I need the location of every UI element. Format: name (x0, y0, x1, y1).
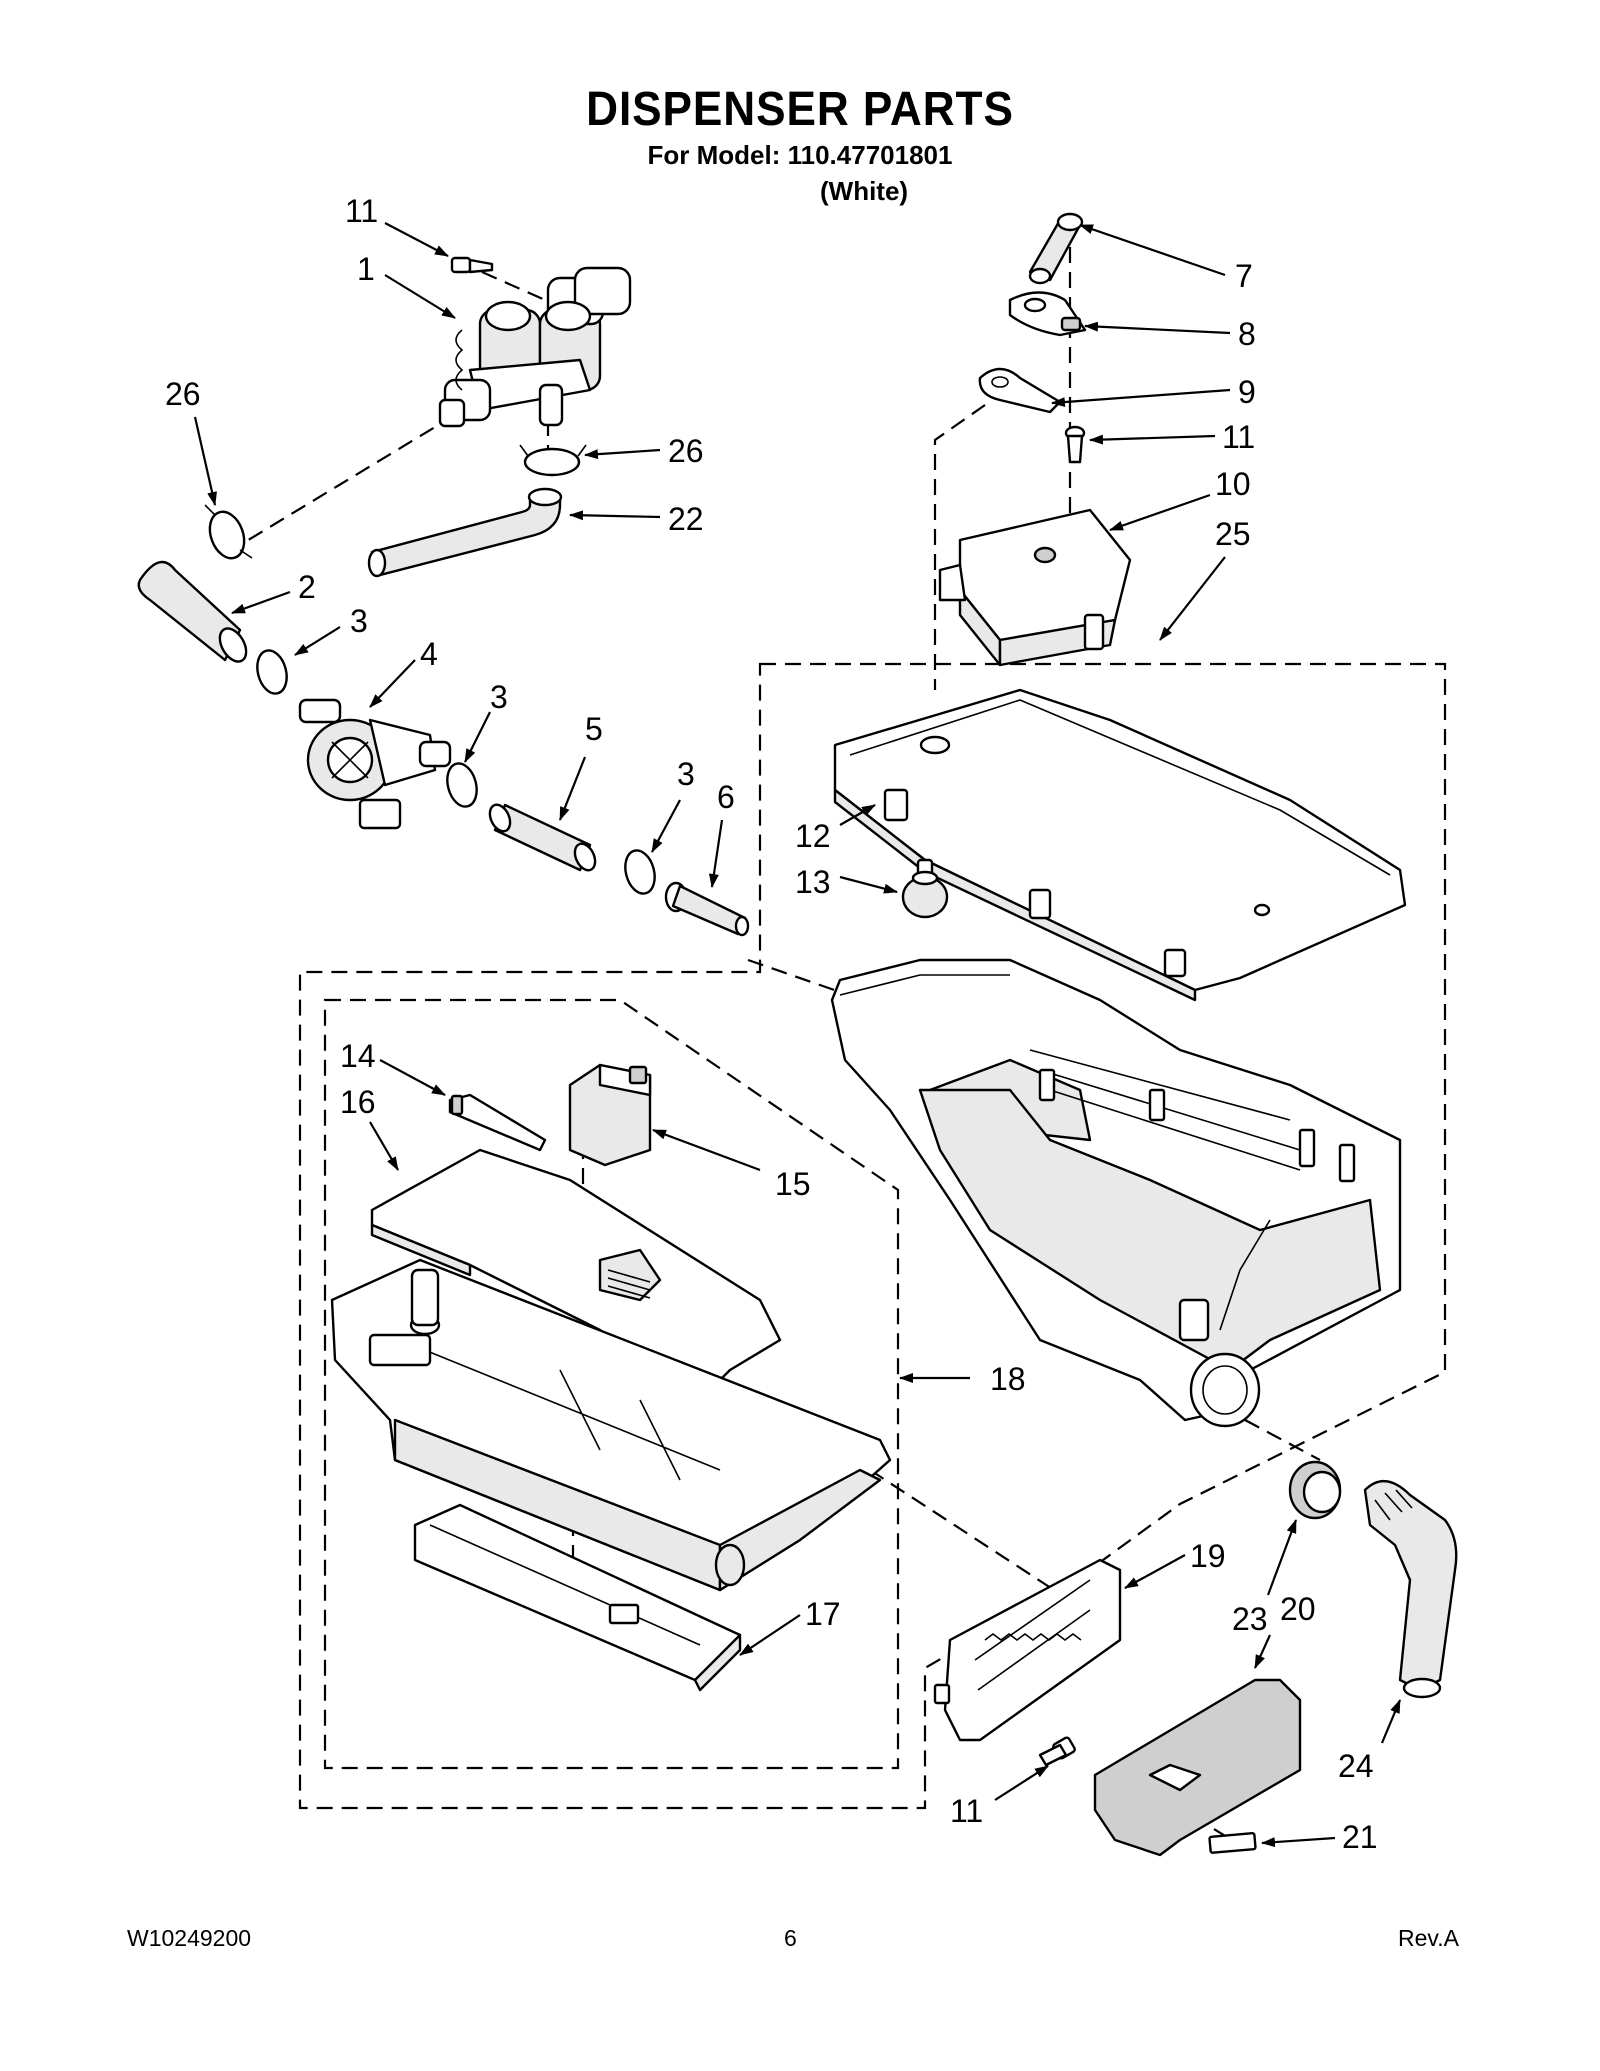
dispenser-drawer (330, 1258, 892, 1592)
callout-1: 1 (357, 251, 375, 287)
callout-17: 17 (805, 1596, 841, 1632)
cam-part-8 (1008, 291, 1087, 337)
water-valve-part-1 (438, 266, 632, 428)
connector-part-6 (664, 881, 750, 937)
page-number: 6 (784, 1925, 797, 1951)
label-part-21 (1208, 1831, 1257, 1854)
callout-15: 15 (775, 1166, 811, 1202)
front-frame-part-19 (933, 1558, 1122, 1742)
page-title: DISPENSER PARTS (586, 83, 1014, 136)
callout-14: 14 (340, 1038, 376, 1074)
callout-11-bottom: 11 (950, 1793, 983, 1829)
callout-11-top: 11 (345, 193, 378, 229)
callout-22: 22 (668, 501, 704, 537)
callout-3-left: 3 (350, 603, 368, 639)
callout-26-left: 26 (165, 376, 201, 412)
callout-16: 16 (340, 1084, 376, 1120)
callout-12: 12 (795, 818, 831, 854)
callout-7: 7 (1235, 258, 1253, 294)
callout-10: 10 (1215, 466, 1251, 502)
group-boundary-18 (323, 998, 900, 1770)
callout-21: 21 (1342, 1819, 1378, 1855)
group-boundary-25 (298, 662, 1447, 1810)
callout-9: 9 (1238, 374, 1256, 410)
callout-25: 25 (1215, 516, 1251, 552)
tube-part-5 (488, 803, 597, 872)
callout-18: 18 (990, 1361, 1026, 1397)
screw-part-11-bottom (1038, 1736, 1076, 1767)
assembly-line-outlet (1244, 1419, 1321, 1461)
drawer-handle-part-17 (413, 1503, 742, 1692)
latch-part-14 (448, 1093, 547, 1152)
clamp-part-3-middle (446, 762, 478, 808)
callout-11-right: 11 (1222, 419, 1255, 455)
callout-3-middle: 3 (490, 679, 508, 715)
screw-part-11-top (450, 256, 494, 274)
assembly-line-gear (933, 404, 986, 690)
assembly-line-valve-hose (239, 414, 456, 546)
lever-part-7 (1028, 212, 1084, 285)
hose-clamp-part-26-left (208, 510, 246, 560)
callout-19: 19 (1190, 1538, 1226, 1574)
dispenser-housing (830, 958, 1402, 1428)
assembly-line-housing (747, 958, 841, 994)
callout-23: 23 (1232, 1601, 1268, 1637)
clamp-part-3-right (624, 849, 656, 895)
gasket-part-9 (978, 367, 1062, 414)
cap-part-13 (901, 858, 949, 919)
front-panel-part-20 (1093, 1678, 1302, 1857)
bellows-hose-part-24 (1363, 1480, 1458, 1699)
callout-8: 8 (1238, 316, 1256, 352)
switch-motor-part-10 (938, 508, 1132, 667)
revision: Rev.A (1398, 1925, 1459, 1951)
callout-2: 2 (298, 569, 316, 605)
fill-funnel-part-4 (298, 698, 452, 830)
screw-part-11-right (1064, 425, 1086, 464)
color-line: (White) (820, 176, 909, 206)
callout-24: 24 (1338, 1748, 1374, 1784)
clamp-part-3-left (256, 649, 288, 695)
callout-26-right: 26 (668, 433, 704, 469)
callout-6: 6 (717, 779, 735, 815)
outlet-hose-part-22 (370, 493, 562, 577)
model-line: For Model: 110.47701801 (647, 140, 953, 170)
callout-20: 20 (1280, 1591, 1316, 1627)
callout-leaders (193, 222, 1402, 1848)
callout-4: 4 (420, 636, 438, 672)
gasket-part-9-hole (991, 376, 1009, 388)
seal-ring-part-23 (1288, 1460, 1342, 1520)
assembly-line-screw-valve (481, 270, 546, 302)
siphon-part-15 (568, 1063, 652, 1167)
dispenser-lid (833, 688, 1407, 1002)
callout-3-right: 3 (677, 756, 695, 792)
callout-13: 13 (795, 864, 831, 900)
hose-clamp-part-26-right (523, 447, 581, 477)
callout-5: 5 (585, 711, 603, 747)
doc-number: W10249200 (127, 1925, 252, 1951)
